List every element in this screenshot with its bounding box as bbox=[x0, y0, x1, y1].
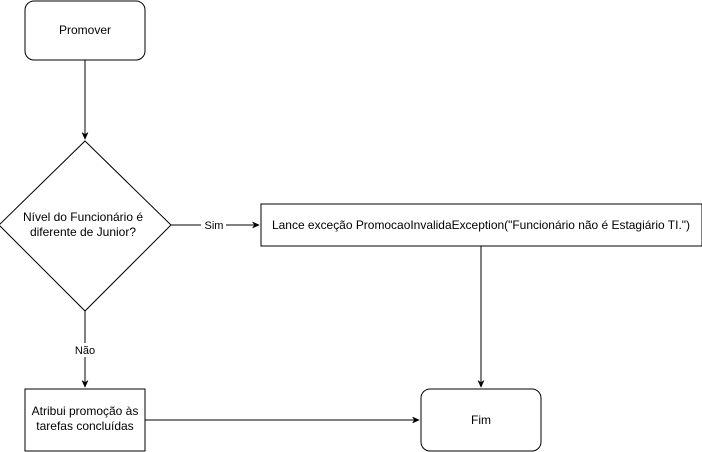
node-end-label: Fim bbox=[471, 413, 491, 427]
node-start[interactable]: Promover bbox=[24, 0, 146, 61]
edge-label-sim: Sim bbox=[205, 220, 224, 232]
node-start-label: Promover bbox=[59, 23, 111, 37]
node-assign-line2: tarefas concluídas bbox=[36, 419, 133, 433]
node-decision-line2: diferente de Junior? bbox=[30, 225, 136, 239]
node-decision-line1: Nível do Funcionário é bbox=[23, 210, 143, 224]
node-assign-line1: Atribui promoção às bbox=[32, 404, 139, 418]
node-exception-label: Lance exceção PromocaoInvalidaException(… bbox=[272, 218, 690, 232]
edge-label-nao: Não bbox=[75, 345, 95, 357]
edge-decision-to-assign: Não bbox=[71, 311, 99, 387]
node-exception[interactable]: Lance exceção PromocaoInvalidaException(… bbox=[260, 203, 702, 247]
node-end[interactable]: Fim bbox=[420, 388, 542, 452]
node-assign[interactable]: Atribui promoção às tarefas concluídas bbox=[24, 388, 146, 452]
node-decision[interactable]: Nível do Funcionário é diferente de Juni… bbox=[0, 140, 172, 312]
edge-decision-to-exception: Sim bbox=[171, 218, 259, 232]
